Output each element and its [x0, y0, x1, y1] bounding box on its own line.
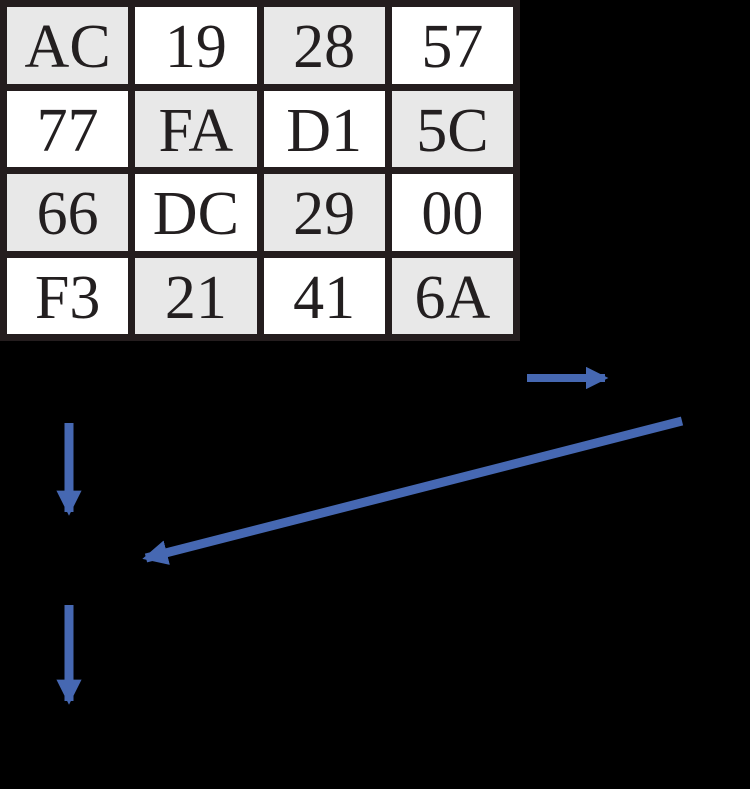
hex-cell-r1c3: 5C: [391, 90, 513, 167]
hex-cell-r1c0: 77: [7, 90, 129, 167]
hex-cell-r0c0: AC: [7, 7, 129, 84]
hex-cell-r3c0: F3: [7, 257, 129, 334]
hex-cell-r3c2: 41: [263, 257, 385, 334]
hex-cell-r0c2: 28: [263, 7, 385, 84]
diagonal-down-left-arrow-icon: [142, 416, 684, 565]
hex-cell-r2c0: 66: [7, 174, 129, 251]
hex-cell-r2c3: 00: [391, 174, 513, 251]
hex-cell-r1c2: D1: [263, 90, 385, 167]
hex-cell-r3c3: 6A: [391, 257, 513, 334]
hex-cell-r1c1: FA: [135, 90, 257, 167]
hex-cell-r2c1: DC: [135, 174, 257, 251]
hex-cell-r3c1: 21: [135, 257, 257, 334]
hex-cell-r2c2: 29: [263, 174, 385, 251]
hex-cell-r0c3: 57: [391, 7, 513, 84]
hex-cell-r0c1: 19: [135, 7, 257, 84]
